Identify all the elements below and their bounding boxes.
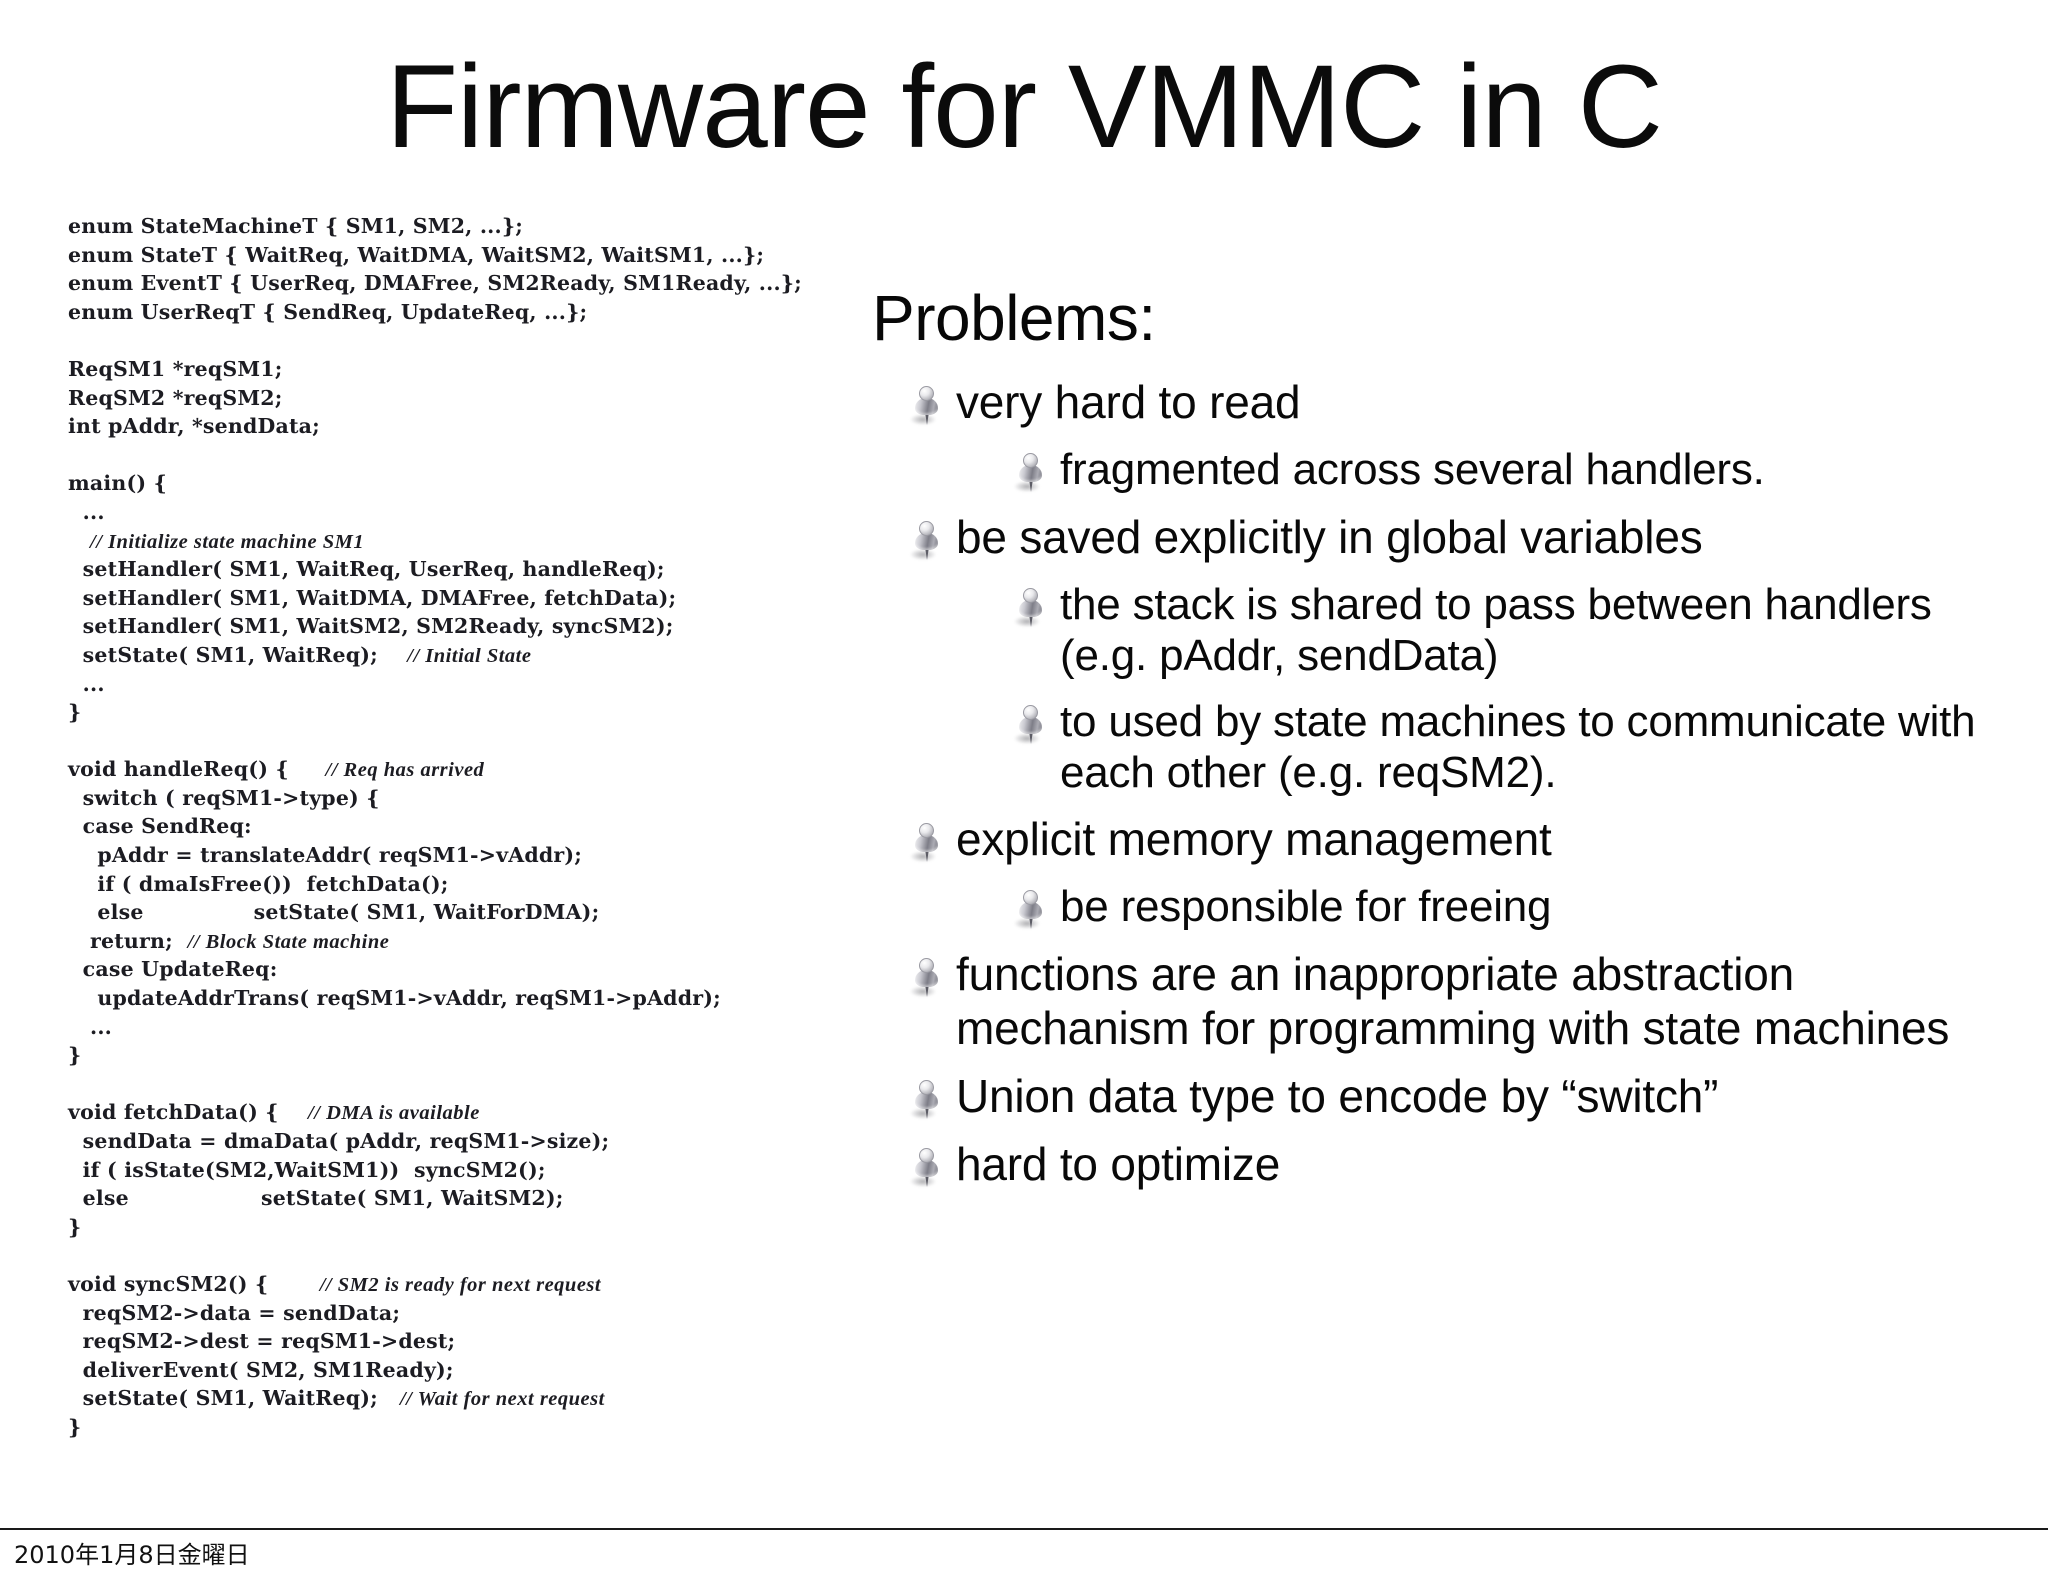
code-comment: // Wait for next request bbox=[399, 1388, 605, 1411]
code-line: enum StateT { WaitReq, WaitDMA, WaitSM2,… bbox=[68, 242, 765, 267]
footer-date: 2010年1月8日金曜日 bbox=[14, 1541, 250, 1569]
code-line: reqSM2->data = sendData; bbox=[68, 1300, 401, 1325]
code-line: enum UserReqT { SendReq, UpdateReq, ...}… bbox=[68, 299, 588, 324]
problem-item-label: Union data type to encode by “switch” bbox=[956, 1069, 1719, 1122]
problem-item: fragmented across several handlers. bbox=[1014, 444, 2006, 497]
pushpin-icon bbox=[910, 521, 942, 565]
code-line: case UpdateReq: bbox=[68, 957, 278, 982]
problem-item-label: very hard to read bbox=[956, 376, 1301, 428]
code-line: } bbox=[68, 1414, 82, 1439]
code-line: ReqSM1 *reqSM1; bbox=[68, 356, 283, 381]
problem-item-label: the stack is shared to pass between hand… bbox=[1060, 580, 1932, 681]
pushpin-icon bbox=[910, 957, 942, 1002]
code-line: else setState( SM1, WaitForDMA); bbox=[68, 900, 600, 925]
problem-item-label: fragmented across several handlers. bbox=[1060, 445, 1765, 494]
code-line: reqSM2->dest = reqSM1->dest; bbox=[68, 1329, 456, 1354]
pushpin-icon bbox=[1014, 704, 1046, 749]
problem-item-label: functions are an inappropriate abstracti… bbox=[956, 947, 1950, 1054]
code-line: deliverEvent( SM2, SM1Ready); bbox=[68, 1357, 454, 1382]
code-line: return; // Block State machine bbox=[68, 928, 390, 953]
code-line bbox=[68, 326, 878, 355]
code-line: setState( SM1, WaitReq); // Initial Stat… bbox=[68, 642, 532, 667]
code-line: setHandler( SM1, WaitReq, UserReq, handl… bbox=[68, 557, 665, 582]
code-comment: // SM2 is ready for next request bbox=[319, 1273, 602, 1296]
problem-item: be saved explicitly in global variables bbox=[910, 511, 2006, 565]
problem-item-label: be responsible for freeing bbox=[1060, 881, 1552, 931]
code-line: } bbox=[68, 1214, 82, 1239]
code-comment: // Initialize state machine SM1 bbox=[90, 530, 365, 553]
problem-item-label: explicit memory management bbox=[956, 812, 1552, 865]
pushpin-icon bbox=[910, 1147, 942, 1192]
code-line: if ( isState(SM2,WaitSM1)) syncSM2(); bbox=[68, 1157, 546, 1182]
code-line bbox=[68, 441, 878, 470]
problem-item: to used by state machines to communicate… bbox=[1014, 696, 2006, 799]
problems-list: very hard to read fragmented across sever… bbox=[866, 376, 2006, 1192]
code-line: setHandler( SM1, WaitSM2, SM2Ready, sync… bbox=[68, 614, 674, 639]
code-line: case SendReq: bbox=[68, 814, 252, 839]
code-line: void syncSM2() { // SM2 is ready for nex… bbox=[68, 1271, 602, 1296]
code-listing: enum StateMachineT { SM1, SM2, ...}; enum… bbox=[68, 212, 878, 1442]
pushpin-icon bbox=[1014, 588, 1046, 632]
code-line: main() { bbox=[68, 471, 167, 496]
problem-item-label: hard to optimize bbox=[956, 1137, 1281, 1190]
code-line: else setState( SM1, WaitSM2); bbox=[68, 1186, 564, 1211]
code-line: // Initialize state machine SM1 bbox=[68, 527, 878, 556]
code-line bbox=[68, 1241, 878, 1270]
problem-item: functions are an inappropriate abstracti… bbox=[910, 947, 2006, 1056]
footer-divider bbox=[0, 1528, 2048, 1530]
code-line bbox=[68, 727, 878, 756]
problem-item-label: be saved explicitly in global variables bbox=[956, 511, 1703, 563]
problem-item: Union data type to encode by “switch” bbox=[910, 1069, 2006, 1124]
code-line: ... bbox=[68, 1014, 113, 1039]
pushpin-icon bbox=[910, 386, 942, 430]
code-line: switch ( reqSM1->type) { bbox=[68, 785, 380, 810]
code-line: void fetchData() { // DMA is available bbox=[68, 1100, 480, 1125]
code-line: ... bbox=[68, 671, 105, 696]
problem-item: the stack is shared to pass between hand… bbox=[1014, 579, 2006, 682]
problem-item: very hard to read bbox=[910, 376, 2006, 430]
code-line: } bbox=[68, 1043, 82, 1068]
problem-item: hard to optimize bbox=[910, 1137, 2006, 1192]
pushpin-icon bbox=[910, 1079, 942, 1124]
code-comment: // Initial State bbox=[407, 644, 532, 667]
code-line: ... bbox=[68, 499, 105, 524]
code-line: setHandler( SM1, WaitDMA, DMAFree, fetch… bbox=[68, 585, 677, 610]
code-line: if ( dmaIsFree()) fetchData(); bbox=[68, 871, 449, 896]
pushpin-icon bbox=[1014, 453, 1046, 497]
code-line: void handleReq() { // Req has arrived bbox=[68, 757, 485, 782]
code-line: int pAddr, *sendData; bbox=[68, 414, 320, 439]
pushpin-icon bbox=[1014, 889, 1046, 934]
problems-heading: Problems: bbox=[872, 282, 1156, 354]
code-comment: // Req has arrived bbox=[325, 759, 485, 782]
code-comment: // DMA is available bbox=[308, 1102, 480, 1125]
code-line: updateAddrTrans( reqSM1->vAddr, reqSM1->… bbox=[68, 986, 721, 1011]
problem-item: explicit memory management bbox=[910, 812, 2006, 867]
code-line: enum StateMachineT { SM1, SM2, ...}; bbox=[68, 214, 523, 238]
pushpin-icon bbox=[910, 822, 942, 867]
problem-item: be responsible for freeing bbox=[1014, 881, 2006, 934]
problem-item-label: to used by state machines to communicate… bbox=[1060, 696, 1976, 798]
page-title: Firmware for VMMC in C bbox=[385, 41, 1663, 173]
code-line bbox=[68, 1070, 878, 1099]
code-line: enum EventT { UserReq, DMAFree, SM2Ready… bbox=[68, 271, 802, 296]
code-line: ReqSM2 *reqSM2; bbox=[68, 385, 283, 410]
code-line: setState( SM1, WaitReq); // Wait for nex… bbox=[68, 1386, 605, 1411]
code-line: } bbox=[68, 700, 82, 725]
code-line: pAddr = translateAddr( reqSM1->vAddr); bbox=[68, 843, 583, 868]
code-comment: // Block State machine bbox=[187, 930, 390, 953]
code-line: sendData = dmaData( pAddr, reqSM1->size)… bbox=[68, 1129, 610, 1153]
